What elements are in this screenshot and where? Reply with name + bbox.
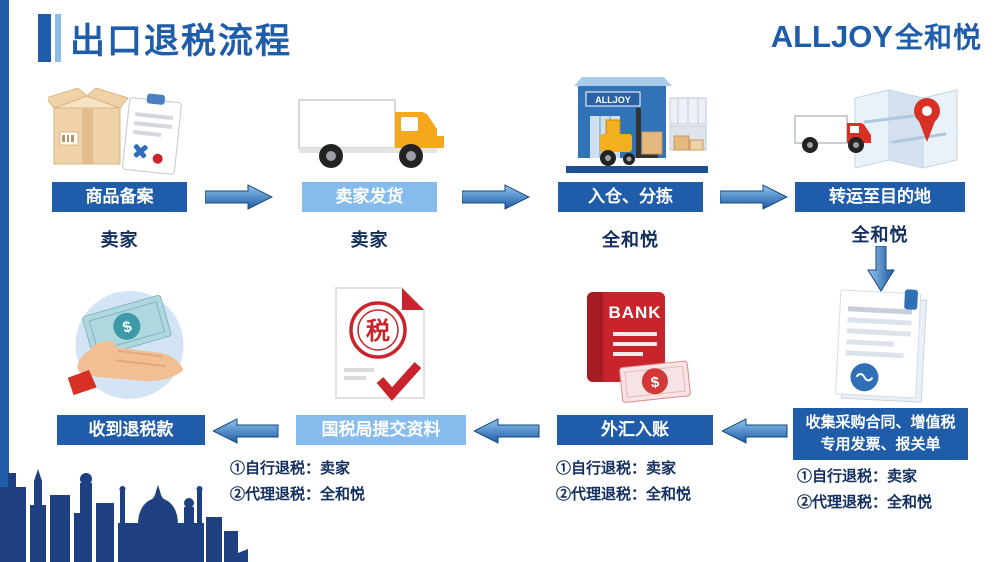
step-label-forex-receipt: 外汇入账 <box>557 415 713 445</box>
contract-documents-icon <box>835 289 928 403</box>
logo-brand-chinese-text: 全和悦 <box>894 22 982 53</box>
arrow-right-2 <box>462 184 530 210</box>
binder-clip <box>904 289 918 310</box>
red-checkmark <box>376 361 422 401</box>
step-label-warehouse-sorting: 入仓、分拣 <box>558 182 703 212</box>
company-logo: ALLJOY 全和悦 <box>771 16 982 56</box>
folded-map <box>854 89 958 169</box>
note-line: ①自行退税：卖家 <box>230 460 351 477</box>
forklift <box>600 108 663 166</box>
notes-collect-documents: ①自行退税：卖家 ②代理退税：全和悦 <box>797 464 932 517</box>
clipboard <box>122 93 182 175</box>
arrow-right-3 <box>720 184 788 210</box>
step-label-seller-ship: 卖家发货 <box>302 182 437 212</box>
arrow-left-3 <box>722 418 788 444</box>
truck-map-pin-icon <box>794 89 958 169</box>
note-line: ②代理退税：全和悦 <box>797 494 933 512</box>
open-hand <box>67 341 184 396</box>
note-line: ①自行退税：卖家 <box>556 460 677 477</box>
tax-seal-character: 税 <box>366 317 390 345</box>
arrow-right-1 <box>205 184 273 210</box>
notes-forex-receipt: ①自行退税：卖家 ②代理退税：全和悦 <box>556 456 691 509</box>
location-pin-icon <box>914 98 940 142</box>
actor-under-seller-ship: 卖家 <box>350 230 389 250</box>
left-edge-accent-bar <box>0 0 9 562</box>
warehouse-roof <box>574 77 672 86</box>
note-line: ②代理退税：全和悦 <box>556 486 692 504</box>
small-truck <box>794 115 871 153</box>
container-stack <box>669 97 707 151</box>
step-label-collect-documents: 收集采购合同、增值税专用发票、报关单 <box>793 408 968 460</box>
bank-book: BANK <box>587 292 665 382</box>
arrow-down <box>867 246 895 292</box>
delivery-truck-icon <box>298 99 444 168</box>
sleeve <box>67 370 97 396</box>
arrow-left-1 <box>213 418 279 444</box>
page-title: 出口退税流程 <box>70 22 293 61</box>
folded-corner <box>402 288 424 310</box>
logo-brand-text: ALLJOY <box>770 19 893 54</box>
hand-money-icon: $ <box>67 290 184 399</box>
dollar-sign: $ <box>650 374 661 392</box>
package-box-clipboard-icon <box>48 87 182 175</box>
actor-under-transfer-destination: 全和悦 <box>851 225 909 245</box>
bank-book-money-icon: BANK $ <box>587 292 691 403</box>
title-accent-bar-light <box>55 14 61 62</box>
cardboard-box <box>48 87 129 165</box>
money-bill-red: $ <box>619 360 691 403</box>
step-label-submit-tax-bureau: 国税局提交资料 <box>296 415 466 445</box>
warehouse-forklift-icon: ALLJOY <box>566 77 708 173</box>
note-line: ①自行退税：卖家 <box>797 468 918 485</box>
step-label-goods-filing: 商品备案 <box>52 182 187 212</box>
actor-under-goods-filing: 卖家 <box>100 230 139 250</box>
warehouse-sign-text: ALLJOY <box>595 95 631 105</box>
title-accent-bar-dark <box>38 14 51 62</box>
note-line: ②代理退税：全和悦 <box>230 486 366 504</box>
city-skyline-silhouette <box>0 469 248 562</box>
step-label-transfer-destination: 转运至目的地 <box>795 182 965 212</box>
arrow-left-2 <box>474 418 540 444</box>
step-label-receive-rebate: 收到退税款 <box>57 415 205 445</box>
contract-page <box>835 289 928 403</box>
bank-text: BANK <box>608 303 661 322</box>
tax-document-icon: 税 <box>335 287 425 401</box>
notes-submit-tax-bureau: ①自行退税：卖家 ②代理退税：全和悦 <box>230 456 365 509</box>
actor-under-warehouse-sorting: 全和悦 <box>602 230 659 250</box>
